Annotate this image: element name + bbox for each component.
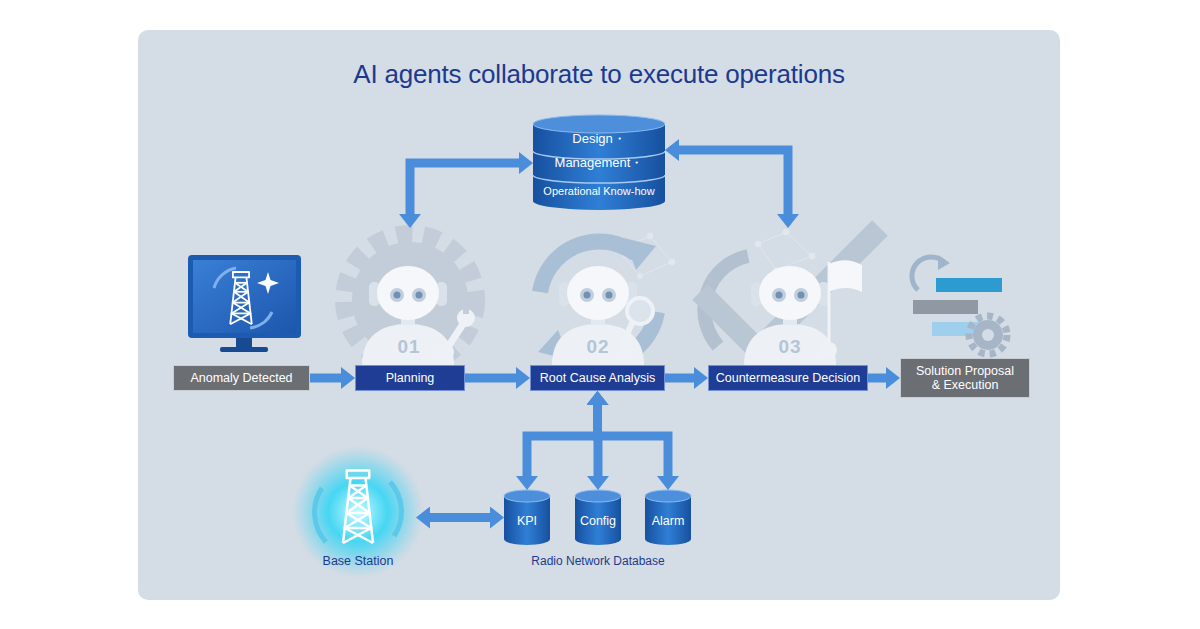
connector-arrow — [465, 374, 516, 383]
network-dots — [638, 274, 643, 279]
cylinder-body — [575, 496, 621, 545]
monitor-icon — [188, 255, 301, 338]
cylinder-band — [533, 175, 665, 183]
solution-icon — [913, 300, 978, 314]
callout-number: 01 — [397, 336, 420, 358]
node-text: Planning — [386, 371, 435, 385]
node-text: Operational Know-how — [543, 176, 655, 206]
gear-symbol — [344, 234, 476, 366]
network-dots — [758, 244, 776, 270]
cylinder-top — [504, 490, 550, 502]
agent-label-box: Countermeasure Decision — [708, 365, 868, 391]
base-station-node: Base Station — [300, 455, 416, 571]
solution-icon — [982, 329, 994, 341]
connector-arrow — [868, 374, 886, 383]
node-text: Management・ — [543, 151, 655, 175]
connector-arrow — [527, 405, 598, 476]
diagram-title: AI agents collaborate to execute operati… — [138, 58, 1060, 90]
callout-number: 03 — [778, 336, 801, 358]
node-text: Anomaly Detected — [190, 371, 292, 385]
network-dots — [669, 259, 675, 265]
network-dots — [786, 232, 812, 256]
database-cylinder: KPI — [504, 490, 550, 545]
wrench-symbol — [438, 344, 454, 360]
cycle-arrowhead — [624, 238, 656, 270]
network-dots — [758, 232, 786, 244]
monitor-icon — [236, 338, 252, 348]
database-cylinder: Config — [575, 490, 621, 545]
agent-node: Countermeasure Decision — [708, 228, 868, 391]
wrench-symbol — [438, 305, 475, 360]
solution-icon — [938, 255, 950, 270]
flag-symbol — [821, 342, 837, 358]
network-dots — [809, 253, 815, 259]
wrench-symbol — [463, 305, 469, 314]
agent-node: Planning — [355, 228, 465, 391]
group-label: Radio Network Database — [531, 554, 664, 568]
database-cylinder: Alarm — [645, 490, 691, 545]
connector-arrow — [410, 163, 519, 214]
node-text: Countermeasure Decision — [716, 371, 861, 385]
node-text: Alarm — [645, 503, 691, 539]
base-station-icon — [343, 471, 373, 544]
network-dots — [640, 262, 672, 276]
cylinder-body — [645, 496, 691, 545]
base-station-icon — [390, 482, 401, 536]
cylinder-body — [533, 124, 665, 210]
monitor-icon — [230, 272, 252, 324]
magnifier-symbol — [617, 298, 653, 354]
base-station-icon — [315, 488, 326, 542]
node-text: Config — [575, 503, 621, 539]
solution-icon — [912, 255, 1007, 354]
node-text: KPI — [504, 503, 550, 539]
connector-arrow — [310, 374, 341, 383]
process-box: Solution Proposal & Execution — [900, 358, 1030, 398]
connector-arrow — [430, 513, 490, 522]
connector-arrow — [598, 405, 669, 476]
solution-icon — [936, 278, 1002, 292]
callout-number: 02 — [586, 336, 609, 358]
connector-arrow — [593, 405, 603, 476]
flag-symbol — [821, 260, 862, 358]
monitor-icon — [193, 260, 296, 333]
agent-robot — [362, 266, 454, 365]
knowledge-database: Design・Management・Operational Know-how — [533, 115, 665, 210]
cylinder-top — [575, 490, 621, 502]
agent-node: Root Cause Analysis — [530, 228, 665, 391]
connector-arrow — [665, 374, 694, 383]
solution-icon — [973, 320, 1003, 350]
network-dots — [783, 229, 789, 235]
agent-robot — [362, 266, 836, 365]
background-panel — [138, 30, 1060, 600]
cylinder-top — [533, 115, 665, 133]
network-dots — [755, 241, 761, 247]
node-text: Root Cause Analysis — [540, 371, 655, 385]
magnifier-symbol — [627, 298, 653, 324]
cylinder-top — [645, 490, 691, 502]
flag-symbol — [829, 260, 862, 292]
monitor-icon — [220, 347, 268, 352]
agent-label-box: Root Cause Analysis — [530, 365, 665, 391]
base-station-icon — [292, 446, 424, 578]
cylinder-body — [504, 496, 550, 545]
solution-icon — [969, 316, 1007, 354]
monitor-icon — [250, 312, 272, 328]
node-text: Design・ — [543, 127, 655, 151]
agent-robot — [744, 266, 836, 365]
base-station-icon — [292, 446, 424, 578]
agent-label-box: Planning — [355, 365, 465, 391]
magnifier-symbol — [617, 338, 633, 354]
process-box: Anomaly Detected — [173, 365, 310, 391]
connector-arrow — [679, 150, 788, 214]
gear-symbol — [344, 234, 476, 366]
monitor-icon — [257, 272, 279, 294]
monitor-icon — [188, 255, 301, 352]
node-text: Solution Proposal & Execution — [912, 364, 1018, 392]
node-text: Base Station — [323, 554, 394, 568]
network-dots — [647, 233, 653, 239]
